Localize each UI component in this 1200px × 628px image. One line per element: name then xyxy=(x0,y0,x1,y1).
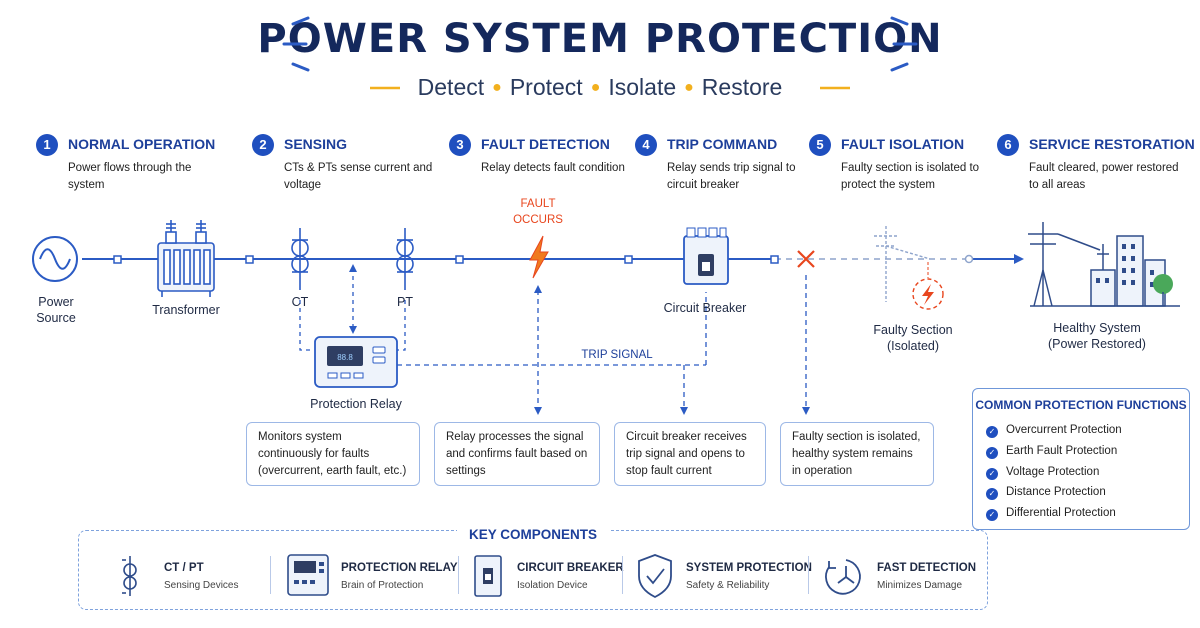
check-icon: ✓ xyxy=(986,468,998,480)
step-description: Power flows through the system xyxy=(68,162,192,191)
step-description: Fault cleared, power restored to all are… xyxy=(1029,162,1179,191)
circuit-breaker-icon xyxy=(683,227,729,285)
healthy-system-label: Healthy System (Power Restored) xyxy=(1048,321,1146,351)
divider xyxy=(808,556,809,594)
subtitle-restore: Restore xyxy=(701,74,783,100)
fault-marker-icon xyxy=(912,278,944,310)
step-title: TRIP COMMAND xyxy=(667,136,778,152)
check-icon: ✓ xyxy=(986,509,998,521)
subtitle-isolate: Isolate xyxy=(608,74,677,100)
step-title: NORMAL OPERATION xyxy=(68,136,216,152)
step-description: Faulty section is isolated to protect th… xyxy=(841,162,980,191)
function-item: ✓Overcurrent Protection xyxy=(986,424,1122,438)
restored-arrow xyxy=(1014,254,1024,264)
trip-signal-paths xyxy=(397,275,807,410)
building-windows xyxy=(1096,244,1154,287)
step-title: SERVICE RESTORATION xyxy=(1029,136,1195,152)
fault-lightning-icon xyxy=(529,235,549,279)
step-description: CTs & PTs sense current and voltage xyxy=(284,162,433,191)
power-source-icon xyxy=(32,236,78,282)
step-number: 5 xyxy=(809,134,831,156)
step-number: 3 xyxy=(449,134,471,156)
function-item: ✓Distance Protection xyxy=(986,486,1106,500)
transformer-label: Transformer xyxy=(152,303,220,317)
step-title: SENSING xyxy=(284,136,348,152)
function-item: ✓Voltage Protection xyxy=(986,466,1099,480)
tree-icon xyxy=(1153,274,1173,306)
title-decoration-right xyxy=(890,16,918,72)
step-title: FAULT ISOLATION xyxy=(841,136,965,152)
subtitle-detect: Detect xyxy=(417,74,485,100)
step-number: 2 xyxy=(252,134,274,156)
divider xyxy=(270,556,271,594)
check-icon: ✓ xyxy=(986,447,998,459)
key-components-heading: KEY COMPONENTS xyxy=(0,526,1066,544)
fault-detection-description-box: Relay processes the signal and confirms … xyxy=(434,422,600,486)
step-description: Relay detects fault condition xyxy=(481,162,625,174)
page-title: POWER SYSTEM PROTECTION xyxy=(257,16,943,62)
step-description: Relay sends trip signal to circuit break… xyxy=(667,162,796,191)
svg-text:88.8: 88.8 xyxy=(337,353,353,362)
pt-label: PT xyxy=(397,295,413,309)
function-item: ✓Earth Fault Protection xyxy=(986,445,1117,459)
isolation-description-box: Faulty section is isolated, healthy syst… xyxy=(780,422,934,486)
protection-functions-panel: COMMON PROTECTION FUNCTIONS ✓Overcurrent… xyxy=(972,388,1190,530)
divider xyxy=(622,556,623,594)
trip-description-box: Circuit breaker receives trip signal and… xyxy=(614,422,766,486)
pt-icon xyxy=(396,228,414,290)
step-number: 4 xyxy=(635,134,657,156)
circuit-breaker-label: Circuit Breaker xyxy=(663,301,747,315)
subtitle: Detect●Protect●Isolate●Restore xyxy=(417,74,783,100)
faulty-section-tower-icon xyxy=(874,226,931,302)
function-item: ✓Differential Protection xyxy=(986,507,1116,521)
faulty-section-label: Faulty Section (Isolated) xyxy=(873,323,953,353)
ct-label: CT xyxy=(291,295,309,309)
step-title: FAULT DETECTION xyxy=(481,136,610,152)
step-number: 1 xyxy=(36,134,58,156)
trip-signal-label: TRIP SIGNAL xyxy=(581,349,653,361)
ct-icon xyxy=(291,228,309,290)
fault-occurs-label: FAULT OCCURS xyxy=(513,198,563,226)
sensing-connectors xyxy=(299,268,406,351)
protection-relay-icon: 88.8 xyxy=(314,336,398,388)
relay-description-box: Monitors system continuously for faults … xyxy=(246,422,420,486)
line-nodes xyxy=(113,255,779,264)
protection-relay-label: Protection Relay xyxy=(310,397,402,411)
check-icon: ✓ xyxy=(986,426,998,438)
divider xyxy=(458,556,459,594)
protection-functions-heading: COMMON PROTECTION FUNCTIONS xyxy=(975,398,1187,412)
subtitle-protect: Protect xyxy=(509,74,583,100)
title-decoration-left xyxy=(282,16,310,72)
step-number: 6 xyxy=(997,134,1019,156)
power-source-label: Power Source xyxy=(36,295,76,325)
transformer-icon xyxy=(157,220,215,297)
healthy-system-icon xyxy=(1028,222,1180,307)
check-icon: ✓ xyxy=(986,488,998,500)
isolation-x-icon xyxy=(797,250,815,268)
